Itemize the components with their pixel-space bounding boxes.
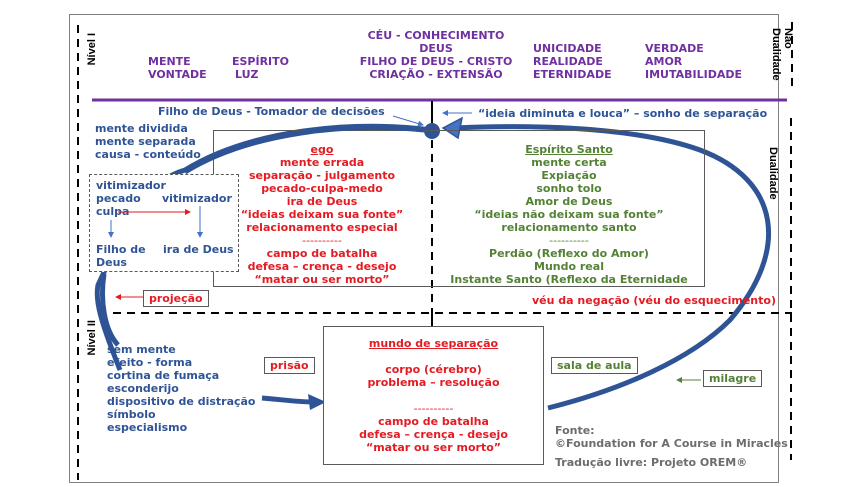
holy-spirit-line: Instante Santo (Reflexo da Eternidade	[450, 273, 688, 286]
ego-line: mente errada	[279, 156, 365, 169]
non-duality-word-1: Não	[782, 28, 794, 49]
holy-spirit-line: Expiação	[541, 169, 597, 182]
ego-line: “ideias deixam sua fonte”	[240, 208, 404, 221]
world-box: mundo de separação corpo (cérebro) probl…	[323, 326, 544, 465]
sin-label: pecado	[96, 192, 141, 205]
heaven-text: MENTE	[148, 55, 191, 68]
victimizer-box	[89, 174, 239, 272]
guilt-label: culpa	[96, 205, 130, 218]
world-line: defesa – crença - desejo	[359, 428, 508, 441]
heaven-col-mind: MENTE VONTADE	[148, 55, 207, 81]
distraction-arrowhead	[308, 394, 326, 410]
heaven-text: UNICIDADE	[533, 42, 602, 55]
heaven-text: LUZ	[235, 68, 259, 81]
split-mind-item: causa - conteúdo	[95, 148, 201, 161]
decision-maker-label: Filho de Deus - Tomador de decisões	[158, 105, 385, 118]
heaven-text: FILHO DE DEUS - CRISTO	[359, 55, 513, 68]
heaven-text: ETERNIDADE	[533, 68, 612, 81]
son-of-god-label: Filho de Deus	[96, 243, 146, 269]
heaven-text: ESPÍRITO	[232, 55, 290, 68]
non-duality-label: Não Dualidade	[770, 28, 794, 81]
holy-spirit-line: sonho tolo	[536, 182, 602, 195]
heaven-text: VONTADE	[148, 68, 207, 81]
son-of-god-line: Filho de	[96, 243, 146, 256]
holy-spirit-line: Perdão (Reflexo do Amor)	[489, 247, 649, 260]
level1-label: Nível I	[86, 33, 98, 66]
heaven-text: CÉU - CONHECIMENTO	[367, 29, 505, 42]
heaven-text: DEUS	[419, 42, 453, 55]
victimizer-1: vitimizador	[96, 179, 166, 192]
tiny-mad-idea-label: “ideia diminuta e louca” – sonho de sepa…	[478, 107, 768, 120]
split-mind-item: mente dividida	[95, 122, 188, 135]
world-line: campo de batalha	[378, 415, 489, 428]
mindless-item: sem mente	[107, 343, 176, 356]
holy-spirit-divider: ----------	[549, 234, 589, 247]
ego-line: relacionamento especial	[246, 221, 398, 234]
heaven-text: REALIDADE	[533, 55, 603, 68]
prison-label: prisão	[264, 357, 315, 374]
miracle-label: milagre	[703, 370, 763, 387]
return-arrowhead	[441, 116, 464, 140]
duality-label: Dualidade	[767, 147, 779, 200]
decision-maker-pointer	[392, 115, 424, 127]
source-translation: Tradução livre: Projeto OREM®	[555, 456, 748, 469]
holy-spirit-line: Amor de Deus	[525, 195, 613, 208]
split-mind-list: mente dividida mente separada causa - co…	[95, 122, 201, 161]
heaven-text: VERDADE	[645, 42, 704, 55]
ego-line: campo de batalha	[266, 247, 378, 260]
mindless-item: esconderijo	[107, 382, 179, 395]
mindless-item: efeito - forma	[107, 356, 193, 369]
ego-line: ira de Deus	[286, 195, 358, 208]
level2-label: Nível II	[86, 320, 98, 356]
mindless-item: cortina de fumaça	[107, 369, 220, 382]
source-label: Fonte:	[555, 424, 595, 437]
heaven-col-spirit: ESPÍRITO LUZ	[232, 55, 289, 81]
source-block: Fonte: ©Foundation for A Course in Mirac…	[555, 424, 788, 469]
world-title: mundo de separação	[368, 337, 499, 350]
mindless-item: dispositivo de distração	[107, 395, 256, 408]
world-divider: ----------	[413, 402, 454, 415]
diagram-frame	[69, 14, 779, 483]
heaven-col-knowledge: CÉU - CONHECIMENTO DEUS FILHO DE DEUS - …	[346, 29, 526, 81]
classroom-label: sala de aula	[551, 357, 638, 374]
world-line: “matar ou ser morto”	[365, 441, 502, 454]
mindless-item: símbolo	[107, 408, 156, 421]
heaven-col-oneness: UNICIDADE REALIDADE ETERNIDADE	[533, 42, 612, 81]
heaven-text: IMUTABILIDADE	[645, 68, 743, 81]
decision-point	[424, 123, 440, 139]
holy-spirit-section: Espírito Santo mente certa Expiação sonh…	[437, 143, 701, 286]
world-line: problema – resolução	[367, 376, 500, 389]
holy-spirit-line: mente certa	[531, 156, 607, 169]
son-of-god-line: Deus	[96, 256, 127, 269]
ego-line: defesa – crença - desejo	[247, 260, 397, 273]
holy-spirit-line: Mundo real	[534, 260, 604, 273]
holy-spirit-title: Espírito Santo	[525, 143, 613, 156]
ego-line: pecado-culpa-medo	[261, 182, 383, 195]
heaven-text: CRIAÇÃO - EXTENSÃO	[369, 68, 503, 81]
world-line: corpo (cérebro)	[385, 363, 482, 376]
ego-section: ego mente errada separação - julgamento …	[215, 143, 429, 286]
ego-title: ego	[310, 143, 334, 156]
ego-line: separação - julgamento	[248, 169, 396, 182]
return-arc	[454, 124, 772, 411]
ego-divider: ----------	[302, 234, 342, 247]
veil-label: véu da negação (véu do esquecimento)	[532, 294, 776, 307]
source-copyright: ©Foundation for A Course in Miracles	[555, 437, 788, 450]
mindless-list: sem mente efeito - forma cortina de fuma…	[107, 343, 256, 434]
ego-line: “matar ou ser morto”	[254, 273, 390, 286]
holy-spirit-line: “ideias não deixam sua fonte”	[474, 208, 664, 221]
split-mind-item: mente separada	[95, 135, 196, 148]
mindless-item: especialismo	[107, 421, 188, 434]
heaven-text: AMOR	[645, 55, 683, 68]
victimizer-2: vitimizador	[162, 192, 232, 205]
holy-spirit-line: relacionamento santo	[501, 221, 637, 234]
wrath-label: ira de Deus	[163, 243, 234, 256]
distraction-arrow	[261, 395, 313, 405]
projection-label: projeção	[143, 290, 209, 307]
heaven-col-truth: VERDADE AMOR IMUTABILIDADE	[645, 42, 742, 81]
non-duality-word-2: Dualidade	[770, 28, 782, 81]
